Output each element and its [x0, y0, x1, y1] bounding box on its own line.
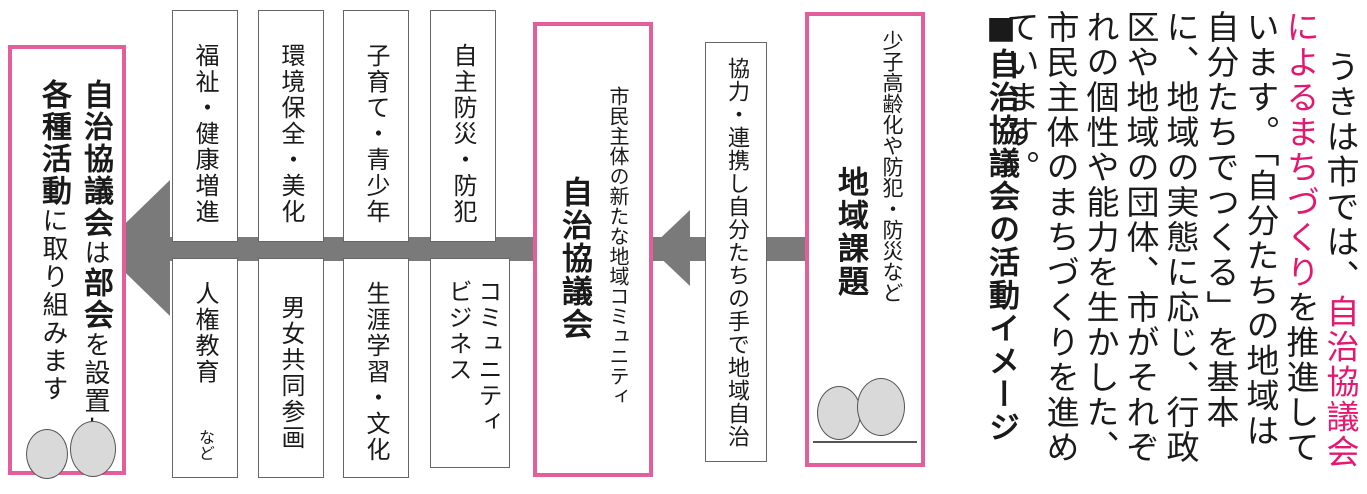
summary-bold3: 各種活動 [36, 79, 71, 207]
regional-issues-title: 地域課題 [832, 166, 868, 298]
intro-highlight1: 自治協議会による [1281, 10, 1360, 470]
intro-part2: を推進しています。「自分たちの地域は自分たちでつくる」を基本に、地域の実態に応じ… [1001, 10, 1320, 465]
activity-box-bottom-3: 男女共同参画 [258, 258, 324, 478]
summary-bold2: 部会 [78, 267, 113, 331]
intro-text: うきは市では、自治協議会によるまちづくりを推進しています。「自分たちの地域は自分… [1001, 10, 1360, 480]
summary-text3: に取り組みます [38, 207, 68, 403]
activity-box-bottom-1: コミュニティビジネス [430, 258, 510, 468]
intro-highlight2: まちづくり [1281, 115, 1320, 290]
council-subtitle: 市民主体の新たな地域コミュニティ [606, 86, 630, 406]
activity-label: 子育て・青少年 [362, 43, 390, 225]
summary-text: 自治協議会は部会を設置し各種活動に取り組みます [24, 79, 116, 459]
activity-label: 環境保全・美化 [277, 43, 305, 225]
section-title: ■自治協議会の活動イメージ [983, 10, 1019, 444]
summary-text1: は [80, 239, 110, 267]
council-box: 市民主体の新たな地域コミュニティ 自治協議会 [533, 22, 653, 477]
regional-issues-box: 少子高齢化や防犯・防災など 地域課題 [805, 12, 925, 467]
activity-label: 人権教育 [191, 281, 219, 385]
intro-part1: うきは市では、 [1321, 49, 1360, 295]
activity-label: 生涯学習・文化 [362, 281, 390, 463]
council-title: 自治協議会 [556, 176, 592, 341]
activity-label: 自主防災・防犯 [449, 43, 477, 225]
activity-box-top-1: 自主防災・防犯 [430, 10, 496, 242]
activity-etc: など [196, 429, 215, 461]
summary-box: 自治協議会は部会を設置し各種活動に取り組みます [8, 45, 126, 479]
activity-label: コミュニティビジネス [444, 279, 502, 435]
activity-label: 福祉・健康増進 [191, 43, 219, 225]
activity-box-top-3: 環境保全・美化 [258, 10, 324, 242]
activity-box-top-4: 福祉・健康増進 [172, 10, 238, 242]
activity-box-bottom-4: 人権教育 など [172, 258, 238, 478]
activity-box-bottom-2: 生涯学習・文化 [343, 258, 409, 478]
activity-label: 男女共同参画 [277, 295, 305, 451]
cooperation-text: 協力・連携し自分たちの手で地域自治 [724, 57, 749, 448]
regional-issues-subtitle: 少子高齢化や防犯・防災など [880, 30, 904, 303]
activity-box-top-2: 子育て・青少年 [343, 10, 409, 242]
cooperation-box: 協力・連携し自分たちの手で地域自治 [705, 42, 767, 462]
summary-bold1: 自治協議会 [78, 79, 113, 239]
